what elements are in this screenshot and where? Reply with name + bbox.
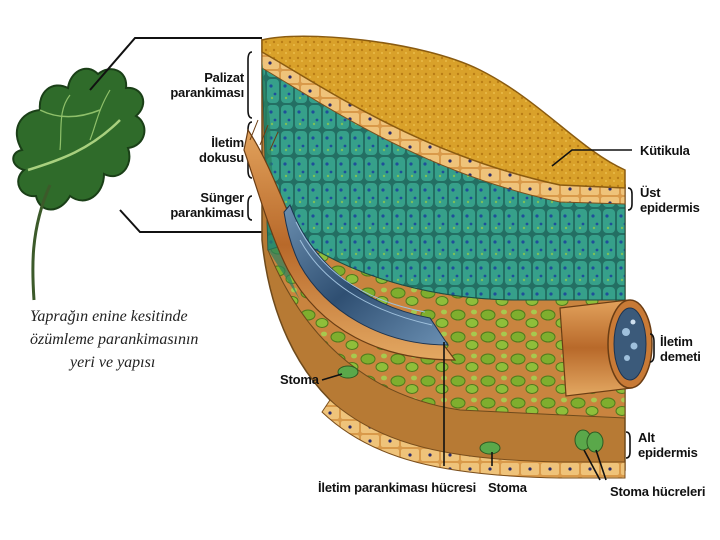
label-stoma-bottom: Stoma (488, 480, 527, 495)
leaf-tissue-block (261, 35, 626, 479)
label-kutikula: Kütikula (640, 143, 690, 158)
right-label-leaders (321, 149, 655, 481)
label-stoma-hucreleri: Stoma hücreleri (610, 484, 706, 499)
vascular-bundle-tube (559, 299, 653, 397)
oak-leaf-illustration (12, 67, 146, 301)
figure-caption: Yaprağın enine kesitinde özümleme parank… (30, 308, 199, 371)
vascular-tissue-vein (243, 119, 457, 361)
label-iletim-parankimasi-hucresi: İletim parankiması hücresi (318, 480, 477, 495)
label-stoma-left: Stoma (280, 372, 319, 387)
zoom-connector-lines (89, 37, 262, 233)
stomata-lower (337, 365, 604, 455)
